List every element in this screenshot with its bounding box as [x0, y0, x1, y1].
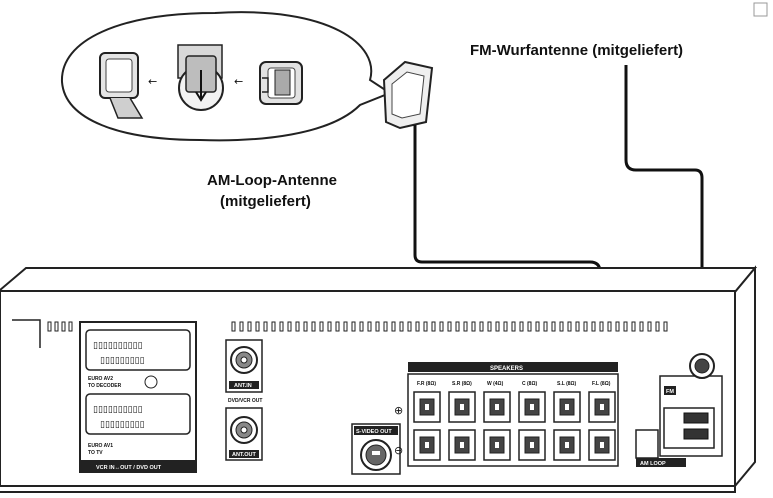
to-decoder-label: TO DECODER — [88, 383, 122, 389]
step-arrow-2: ← — [234, 75, 243, 88]
assembly-callout-bubble: ← ← — [60, 11, 393, 142]
loop-step-stand-icon — [177, 44, 224, 111]
vent-slots-right — [231, 321, 668, 332]
am-loop-antenna-icon — [382, 60, 434, 130]
speaker-c-label: C (8Ω) — [522, 381, 537, 387]
speaker-fl-label: F.L (8Ω) — [592, 381, 611, 387]
fm-label: FM — [666, 389, 674, 395]
fm-antenna-label: FM-Wurfantenne (mitgeliefert) — [470, 42, 684, 59]
speaker-sl-label: S.L (8Ω) — [557, 381, 577, 387]
vent-slots-left — [47, 321, 73, 332]
minus-sign: ⊖ — [394, 444, 403, 457]
fm-antenna-wire — [624, 65, 704, 360]
am-loop-label: AM LOOP — [640, 461, 666, 467]
euro-av2-label: EURO AV2 — [88, 376, 113, 382]
tuner-antenna-terminals: FM AM LOOP — [635, 353, 723, 467]
loop-step-parts-icon — [259, 61, 303, 105]
scart-av2-port — [85, 329, 191, 371]
s-video-output: S-VIDEO OUT — [351, 423, 401, 475]
s-video-label: S-VIDEO OUT — [356, 429, 392, 435]
ant-out-label: ANT.OUT — [232, 452, 256, 458]
scart-av1-port — [85, 393, 191, 435]
corner-mark — [753, 2, 768, 17]
scart-av2-pins: ▯▯▯▯▯▯▯▯▯▯ — [93, 341, 143, 351]
to-tv-label: TO TV — [88, 450, 103, 456]
antenna-jacks: ANT.IN DVD/VCR OUT ANT.OUT — [225, 339, 263, 461]
ant-in-label: ANT.IN — [234, 383, 252, 389]
scart-connector-block: ▯▯▯▯▯▯▯▯▯▯ ▯▯▯▯▯▯▯▯▯ EURO AV2 TO DECODER… — [79, 321, 197, 473]
scart-av1-pins: ▯▯▯▯▯▯▯▯▯▯ — [93, 405, 143, 415]
euro-av1-label: EURO AV1 — [88, 443, 113, 449]
svg-text:▯▯▯▯▯▯▯▯▯: ▯▯▯▯▯▯▯▯▯ — [100, 356, 145, 366]
speaker-terminal-block: SPEAKERS ⊕ ⊖ F.R (8Ω) S.R (8Ω) W (4Ω) C … — [394, 362, 619, 467]
speaker-fr-label: F.R (8Ω) — [417, 381, 436, 387]
vcr-dvd-label: VCR IN↔OUT / DVD OUT — [96, 465, 162, 471]
loop-step-assembled-icon — [99, 52, 144, 119]
svg-text:▯▯▯▯▯▯▯▯▯: ▯▯▯▯▯▯▯▯▯ — [100, 420, 145, 430]
speaker-w-label: W (4Ω) — [487, 381, 504, 387]
am-antenna-label-line2: (mitgeliefert) — [220, 193, 311, 210]
step-arrow-1: ← — [148, 75, 157, 88]
am-antenna-label-line1: AM-Loop-Antenne — [207, 172, 337, 189]
plus-sign: ⊕ — [394, 404, 403, 417]
speaker-sr-label: S.R (8Ω) — [452, 381, 472, 387]
dvd-vcr-out-label: DVD/VCR OUT — [228, 398, 262, 404]
speakers-label: SPEAKERS — [490, 366, 523, 372]
